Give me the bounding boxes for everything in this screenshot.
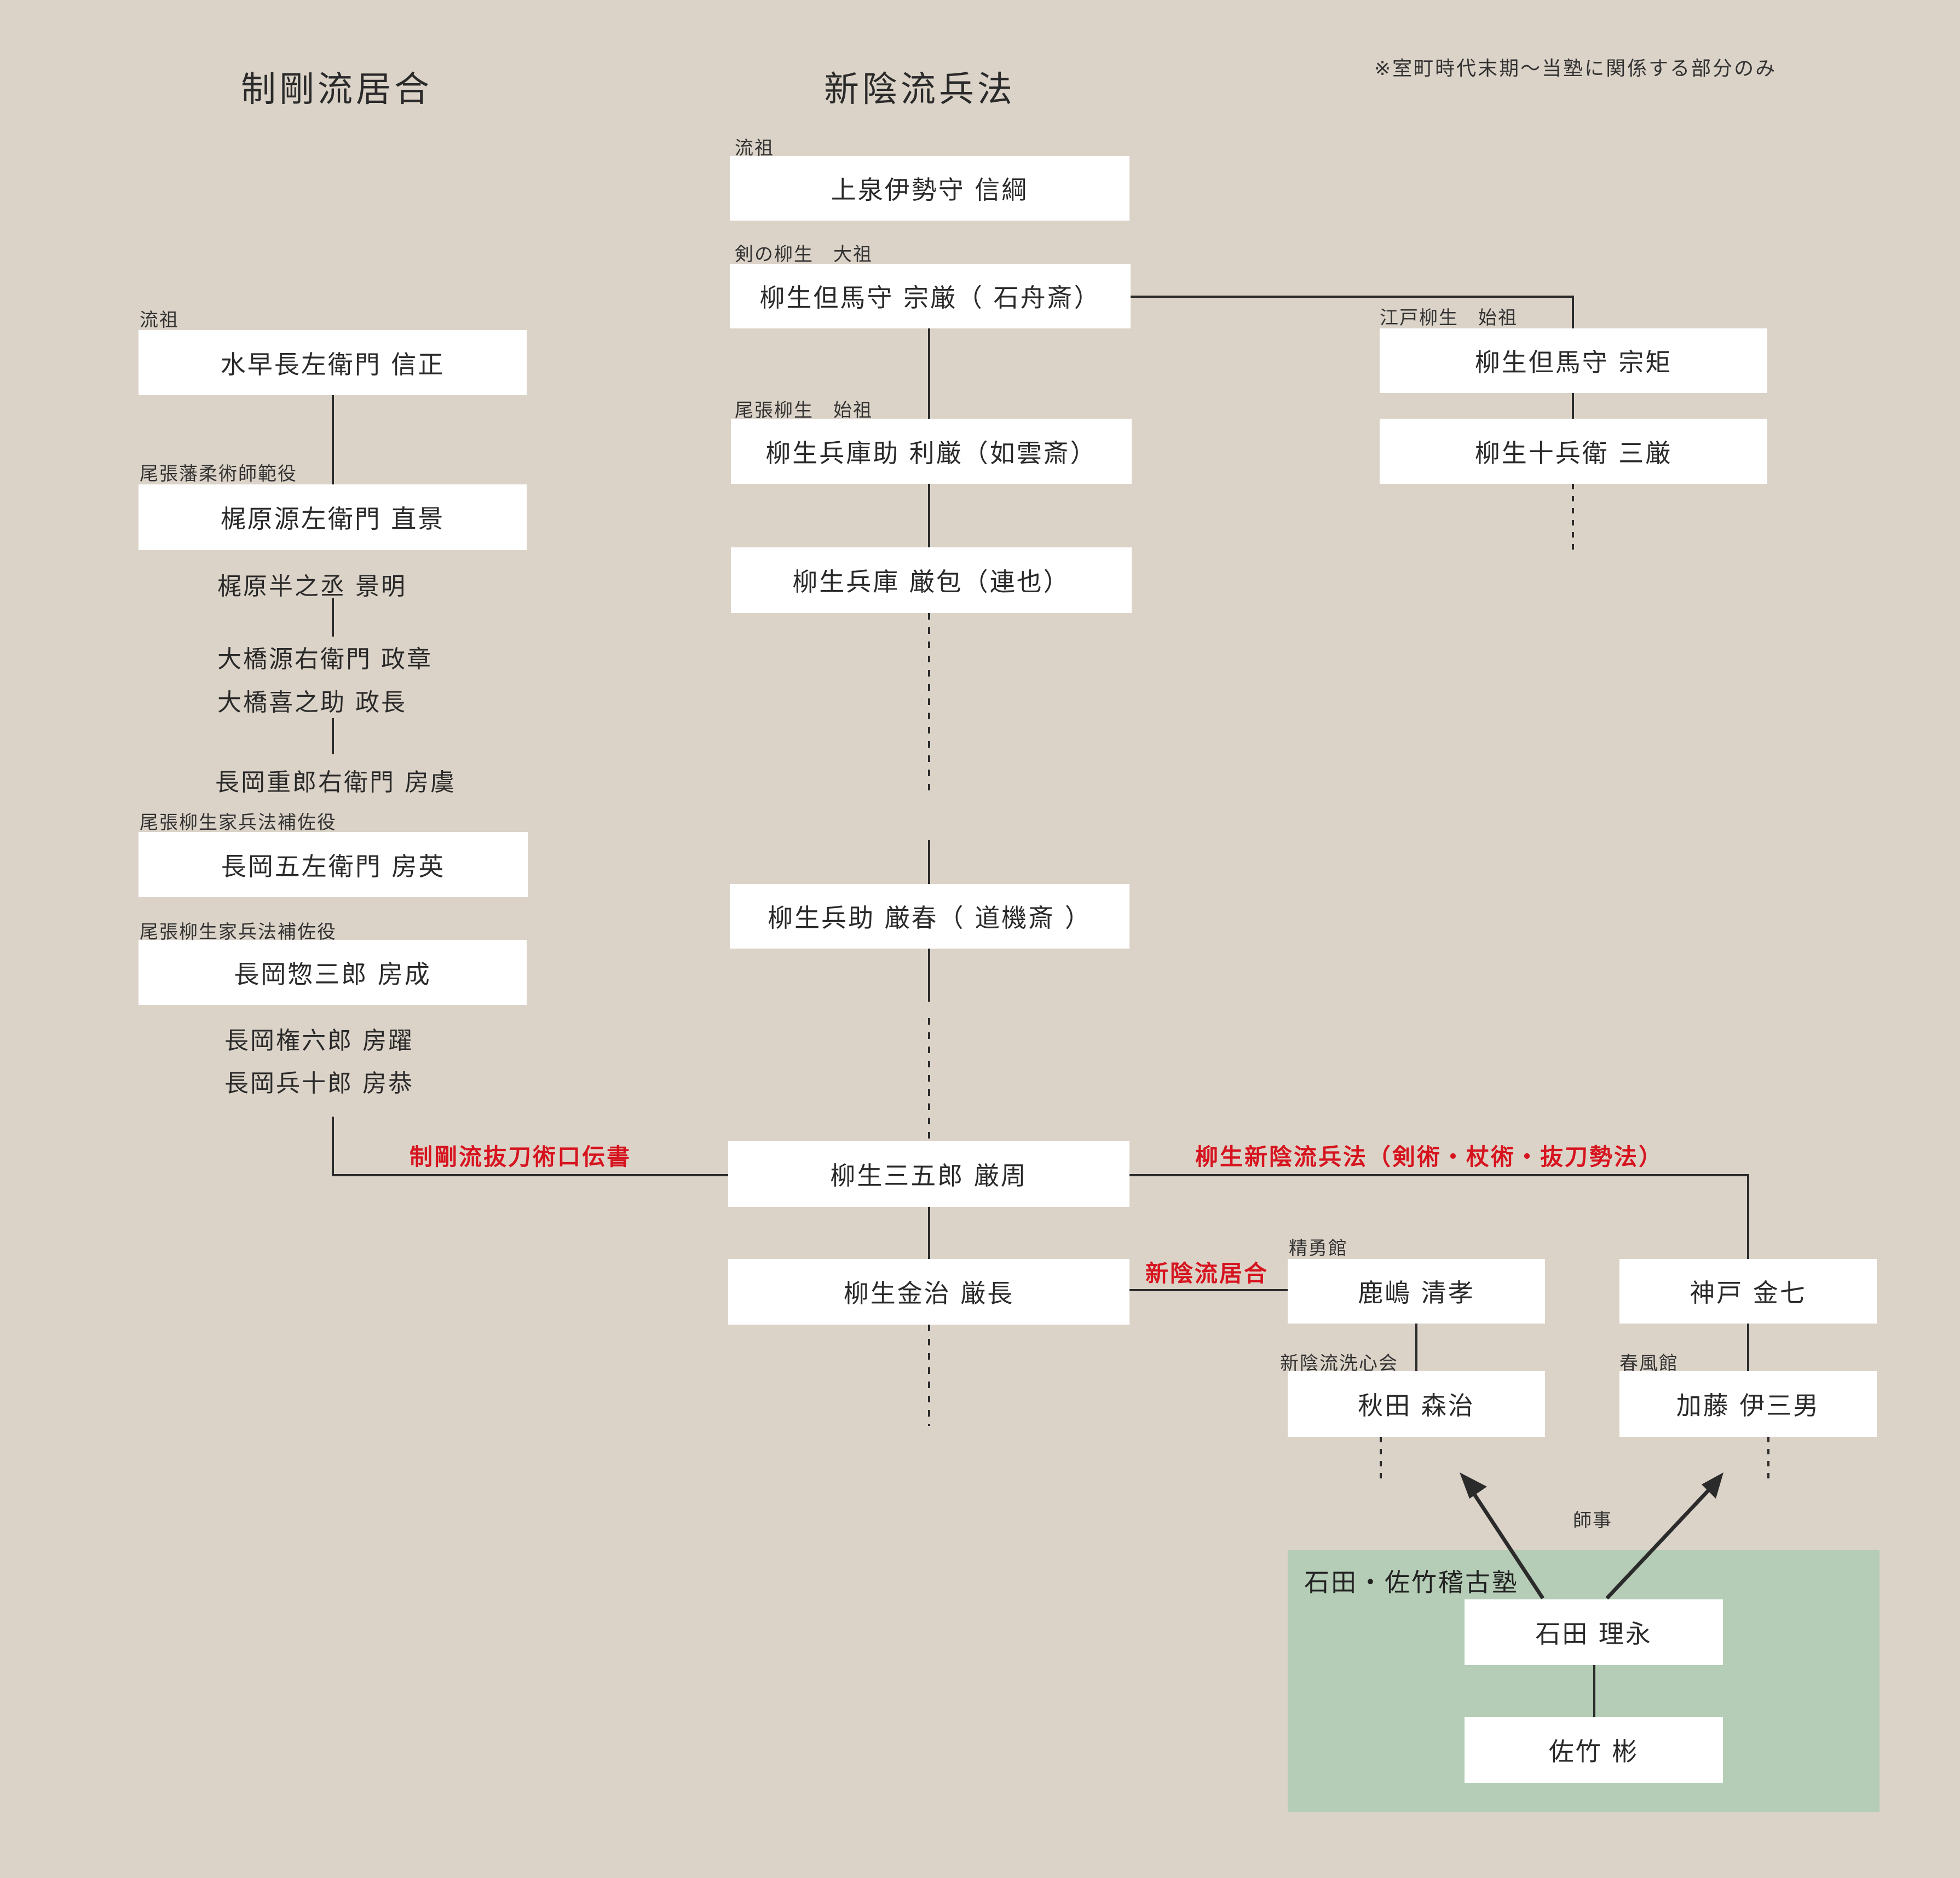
shunpukan-label: 春風館	[1619, 1353, 1679, 1374]
arrowhead-right	[1702, 1472, 1723, 1499]
node-jubei: 柳生十兵衛 三厳	[1380, 419, 1767, 484]
seiyukan-label: 精勇館	[1289, 1238, 1348, 1259]
seigo-founder-label: 流祖	[140, 309, 179, 331]
dojo-title: 石田・佐竹稽古塾	[1304, 1568, 1519, 1597]
edo-label: 江戸柳生 始祖	[1380, 307, 1518, 329]
nagaoka3-label: 尾張柳生家兵法補佐役	[140, 921, 337, 943]
node-akita: 秋田 森治	[1288, 1371, 1545, 1437]
node-mizuhaya: 水早長左衛門 信正	[139, 330, 527, 395]
senshinkai-label: 新陰流洗心会	[1280, 1353, 1398, 1374]
node-toshichika: 柳生三五郎 厳周	[728, 1141, 1129, 1207]
shiji-label: 師事	[1573, 1510, 1612, 1532]
node-kajiwara-hannojo: 梶原半之丞 景明	[217, 573, 407, 600]
arrow-right	[1605, 1486, 1713, 1600]
line-segment	[1131, 296, 1574, 328]
node-kajiwara: 梶原源左衛門 直景	[139, 484, 527, 550]
node-satake: 佐竹 彬	[1465, 1717, 1723, 1783]
kajiwara-label: 尾張藩柔術師範役	[140, 463, 297, 485]
founder-label: 流祖	[735, 137, 774, 159]
scope-note: ※室町時代末期〜当塾に関係する部分のみ	[1374, 57, 1777, 80]
node-ohashi-masaaki: 大橋源右衛門 政章	[217, 645, 433, 673]
node-ishida: 石田 理永	[1465, 1599, 1723, 1665]
heading-shinkage: 新陰流兵法	[824, 70, 1016, 110]
transmission-yagyu-heiho: 柳生新陰流兵法（剣術・杖術・抜刀勢法）	[1195, 1143, 1664, 1170]
line-segment	[1129, 1174, 1749, 1259]
transmission-shinkage-iai: 新陰流居合	[1145, 1260, 1269, 1287]
arrowhead-left	[1460, 1472, 1487, 1499]
taiso-label: 剣の柳生 大祖	[735, 244, 873, 265]
arrow-left	[1468, 1487, 1544, 1599]
owari-label: 尾張柳生 始祖	[735, 400, 873, 421]
node-kamiizumi: 上泉伊勢守 信綱	[730, 156, 1129, 221]
node-kato: 加藤 伊三男	[1619, 1371, 1877, 1437]
nagaoka2-label: 尾張柳生家兵法補佐役	[140, 812, 337, 834]
node-nagaoka-gonrokuro: 長岡権六郎 房躍	[224, 1027, 414, 1055]
node-kanbe: 神戸 金七	[1619, 1259, 1877, 1324]
node-toshikane: 柳生兵庫 厳包（連也）	[731, 547, 1132, 613]
line-segment	[332, 1117, 728, 1176]
node-nagaoka-fusahide: 長岡五左衛門 房英	[139, 832, 528, 897]
node-toshiharu: 柳生兵助 厳春（ 道機斎 ）	[730, 884, 1129, 949]
node-toshinaga: 柳生金治 厳長	[728, 1259, 1129, 1325]
node-nagaoka-hyojuro: 長岡兵十郎 房恭	[224, 1070, 414, 1097]
node-kashima: 鹿嶋 清孝	[1288, 1259, 1545, 1324]
node-ohashi-masanaga: 大橋喜之助 政長	[217, 689, 407, 716]
transmission-seigo-batto: 制剛流抜刀術口伝書	[410, 1143, 632, 1170]
node-sekishusai: 柳生但馬守 宗厳（ 石舟斎）	[730, 264, 1131, 328]
node-nagaoka-fusanari: 長岡惣三郎 房成	[139, 940, 527, 1005]
heading-seigo: 制剛流居合	[241, 70, 433, 110]
node-toshitoshi: 柳生兵庫助 利厳（如雲斎）	[731, 419, 1132, 484]
node-munenori: 柳生但馬守 宗矩	[1380, 328, 1767, 393]
node-nagaoka-fusayasu: 長岡重郎右衛門 房虞	[215, 768, 456, 796]
